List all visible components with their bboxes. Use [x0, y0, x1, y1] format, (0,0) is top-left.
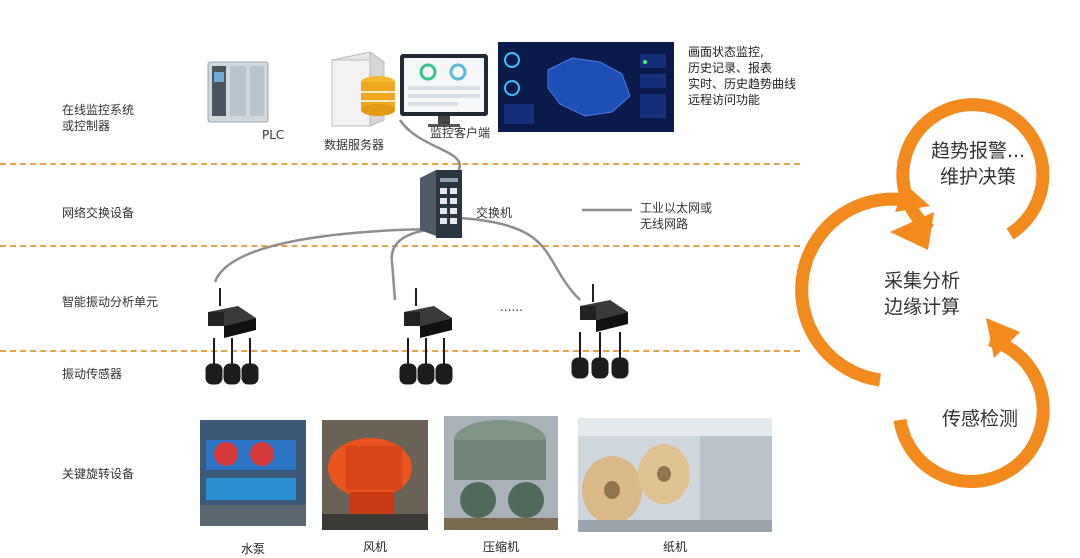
layer-label-monitoring-system: 在线监控系统 或控制器	[62, 103, 135, 133]
layer-label-analysis-unit: 智能振动分析单元	[62, 295, 159, 309]
plc-label: PLC	[262, 128, 285, 142]
monitor-note-line: 实时、历史趋势曲线	[688, 77, 797, 91]
vibration-analysis-unit-3	[580, 284, 628, 332]
cycle-arrows	[795, 98, 1050, 488]
network-legend-line-1: 工业以太网或	[640, 201, 713, 215]
monitor-note-line: 画面状态监控,	[688, 45, 764, 59]
ellipsis-label: ......	[500, 300, 523, 314]
equipment-caption-compressor: 压缩机	[482, 540, 519, 554]
network-legend-line-2: 无线网路	[640, 217, 689, 231]
cycle-arc-bottom	[893, 333, 1050, 488]
network-legend-text: 工业以太网或 无线网路	[640, 200, 712, 232]
equipment-caption-paper-machine: 纸机	[662, 540, 687, 554]
monitor-note-line: 历史记录、报表	[688, 61, 773, 75]
layer-label-sensor: 振动传感器	[62, 367, 123, 381]
network-cables	[213, 119, 581, 301]
vibration-sensors	[205, 332, 629, 385]
network-switch-icon	[420, 170, 462, 238]
cycle-top-line-2: 维护决策	[939, 166, 1016, 188]
monitor-client-icon	[400, 54, 488, 127]
layer-divider-2	[0, 245, 800, 247]
plc-icon	[207, 61, 269, 123]
cycle-stage-analysis: 采集分析 边缘计算	[862, 268, 982, 320]
monitor-feature-notes: 画面状态监控, 历史记录、报表 实时、历史趋势曲线 远程访问功能	[688, 44, 796, 108]
layer-label-network: 网络交换设备	[62, 206, 135, 220]
cycle-stage-sensing: 传感检测	[941, 408, 1018, 430]
switch-label: 交换机	[476, 206, 513, 220]
client-label: 监控客户端	[430, 126, 491, 140]
layer-divider-3	[0, 350, 800, 352]
layer-divider-1	[0, 163, 800, 165]
cycle-top-line-1: 趋势报警...	[930, 140, 1026, 162]
cycle-arrowheads	[890, 184, 1020, 358]
dashboard-map-thumbnail	[498, 42, 674, 132]
equipment-caption-pump: 水泵	[240, 542, 265, 556]
fan-photo	[322, 420, 428, 530]
vibration-analysis-unit-1	[208, 288, 256, 338]
pump-photo	[200, 420, 306, 526]
server-icon	[330, 51, 395, 127]
cycle-arc-top	[896, 98, 1050, 240]
monitor-note-line: 远程访问功能	[688, 93, 761, 107]
cycle-stage-decision: 趋势报警... 维护决策	[918, 138, 1038, 190]
vibration-analysis-unit-2	[404, 288, 452, 338]
layer-label-rotating-equipment: 关键旋转设备	[62, 467, 135, 481]
server-label: 数据服务器	[324, 138, 385, 152]
paper-machine-photo	[578, 418, 772, 532]
cycle-arc-middle	[795, 192, 906, 387]
cycle-middle-line-2: 边缘计算	[883, 296, 960, 318]
compressor-photo	[444, 416, 558, 530]
equipment-caption-fan: 风机	[362, 540, 387, 554]
cycle-middle-line-1: 采集分析	[883, 270, 960, 292]
